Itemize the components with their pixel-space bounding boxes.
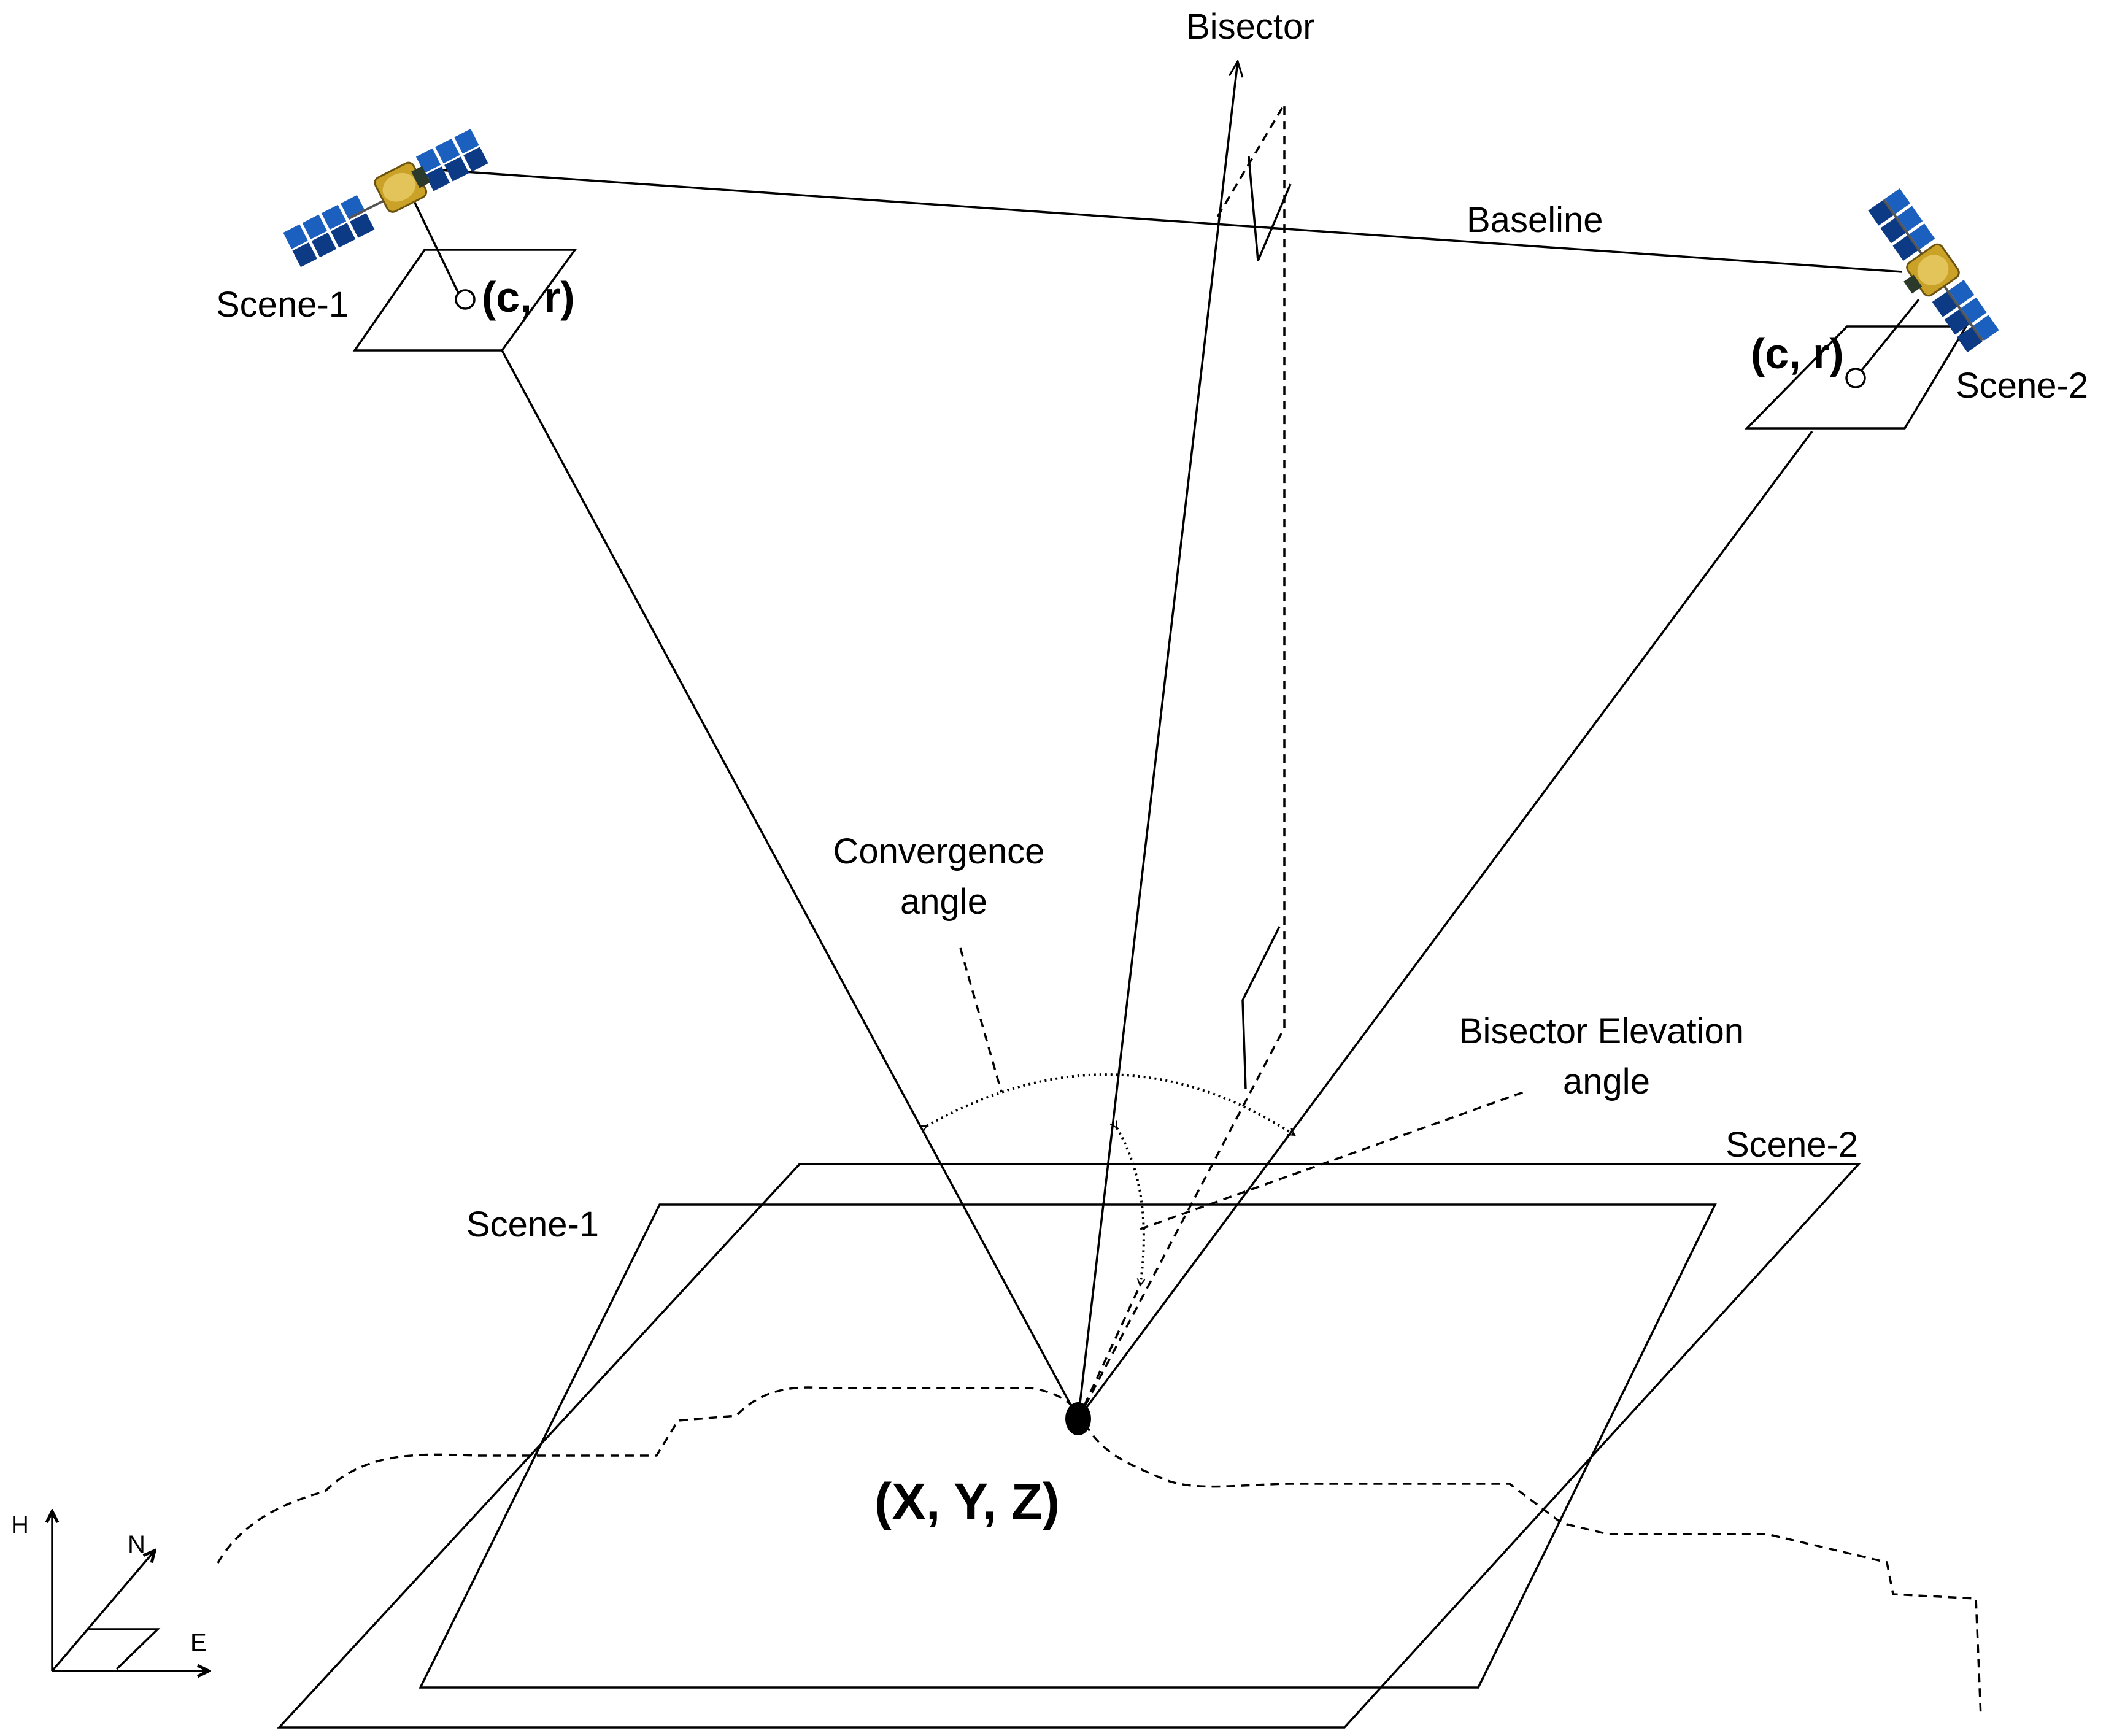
ray-scene-1: [501, 350, 1079, 1419]
image-scene-2-frame: [1744, 325, 1969, 430]
convergence-angle-leader: [959, 947, 1003, 1093]
convergence-angle-arc: [927, 1073, 1295, 1136]
baseline-label: Baseline: [1467, 200, 1603, 240]
sat1-pointing-line: [411, 197, 463, 300]
bisector-line: [1077, 61, 1238, 1419]
image-point-2-marker: [1845, 368, 1866, 388]
convergence-angle-label: Convergence angle: [833, 831, 1054, 922]
image-scene-1-label: Scene-1: [216, 285, 349, 325]
convergence-angle-label-line-2: angle: [900, 882, 987, 922]
ground-scene-1-label: Scene-1: [466, 1205, 599, 1244]
bisector-elevation-angle-label: Bisector Elevation angle: [1459, 1011, 1754, 1101]
ground-point-label: (X, Y, Z): [874, 1473, 1060, 1530]
image-point-1-marker: [455, 289, 476, 310]
bisector-elevation-label-line-1: Bisector Elevation: [1459, 1011, 1744, 1051]
image-scene-2-label: Scene-2: [1956, 366, 2088, 406]
axis-triad: H N E: [11, 1511, 209, 1671]
satellite-icon: [1868, 188, 1999, 353]
sat2-pointing-line: [1858, 298, 1920, 374]
terrain-profile: [217, 1386, 1982, 1717]
bisector-elevation-leader: [1140, 1091, 1524, 1230]
ground-scene-1-frame: [418, 1203, 1717, 1689]
bisector-elevation-label-line-2: angle: [1563, 1062, 1650, 1101]
bisector-projection-plane: [1077, 100, 1286, 1419]
ray-scene-2: [1077, 430, 1813, 1420]
bisector-plane-marks: [1241, 156, 1292, 1090]
ground-scene-2-frame: [277, 1163, 1861, 1729]
bisector-label: Bisector: [1186, 7, 1315, 47]
image-point-1-label: (c, r): [482, 273, 575, 321]
bisector-elevation-arc: [1117, 1128, 1144, 1286]
convergence-angle-label-line-1: Convergence: [833, 831, 1044, 871]
satellite-icon: [283, 129, 488, 268]
image-point-2-label: (c, r): [1751, 330, 1844, 377]
image-scene-1-frame: [352, 249, 577, 352]
axis-h-label: H: [11, 1511, 29, 1538]
axis-e-label: E: [190, 1629, 207, 1656]
baseline-line: [439, 169, 1903, 273]
ground-scene-2-label: Scene-2: [1726, 1125, 1858, 1165]
axis-n-label: N: [128, 1531, 145, 1558]
